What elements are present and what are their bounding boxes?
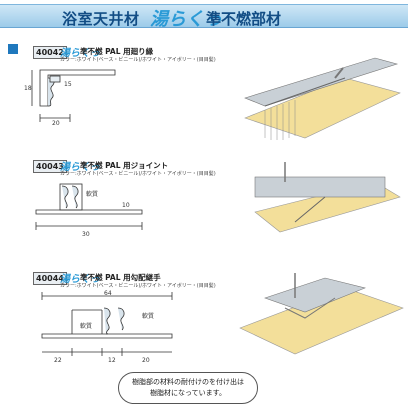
note-bubble: 樹脂部の材料の耐付けのを付け出は 樹脂材になっています。 (118, 372, 258, 404)
product-brand-logo: 湯らくっ (60, 48, 100, 59)
product-name: 準不燃 PAL 用勾配継手 (80, 273, 161, 282)
product-brand-logo: 湯らくっ (60, 162, 100, 173)
dim-total: 64 (104, 290, 112, 297)
cross-section-diagram: 軟質 30 10 (35, 183, 143, 238)
product-spec: カラー:ホワイト(ベース・ビニール)/ホワイト・アイボリー・(目目髪) (60, 283, 216, 289)
product-spec: カラー:ホワイト(ベース・ビニール)/ホワイト・アイボリー・(目目髪) (60, 171, 216, 177)
product-brand-logo: 湯らくっ (60, 274, 100, 285)
product-code: 40043 (33, 160, 67, 173)
product-code: 40044 (33, 272, 67, 285)
dim-inner: 軟質 (86, 190, 98, 198)
dim-inner: 軟質 (80, 322, 92, 330)
dim-label: 15 (64, 81, 72, 88)
note-line-2: 樹脂材になっています。 (150, 389, 226, 397)
dim-side: 軟質 (142, 312, 154, 320)
dim-mid: 12 (108, 357, 116, 364)
dim-side: 10 (122, 202, 130, 209)
dim-width: 30 (82, 231, 90, 238)
page-banner: 浴室天井材 湯らくっ 準不燃部材 (0, 4, 408, 30)
dim-width: 20 (52, 120, 60, 126)
brand-logo: 湯らくっ (150, 9, 222, 30)
dim-right: 20 (142, 357, 150, 364)
dim-left: 22 (54, 357, 62, 364)
banner-subtitle: 準不燃部材 (206, 10, 282, 28)
product-name: 準不燃 PAL 用廻り縁 (80, 47, 154, 56)
banner-title: 浴室天井材 (62, 10, 140, 28)
installation-illustration (254, 162, 401, 233)
section-square-icon (8, 44, 18, 54)
installation-illustration (244, 57, 401, 140)
cross-section-diagram: 18 20 15 (24, 69, 116, 126)
product-name: 準不燃 PAL 用ジョイント (80, 161, 169, 170)
installation-illustration (239, 273, 404, 355)
product-spec: カラー:ホワイト(ベース・ビニール)/ホワイト・アイボリー・(目目髪) (60, 57, 216, 63)
note-line-1: 樹脂部の材料の耐付けのを付け出は (132, 378, 244, 386)
cross-section-diagram: 64 22 12 20 軟質 軟質 (41, 290, 173, 364)
product-code: 40042 (33, 46, 67, 59)
dim-height: 18 (24, 85, 32, 92)
